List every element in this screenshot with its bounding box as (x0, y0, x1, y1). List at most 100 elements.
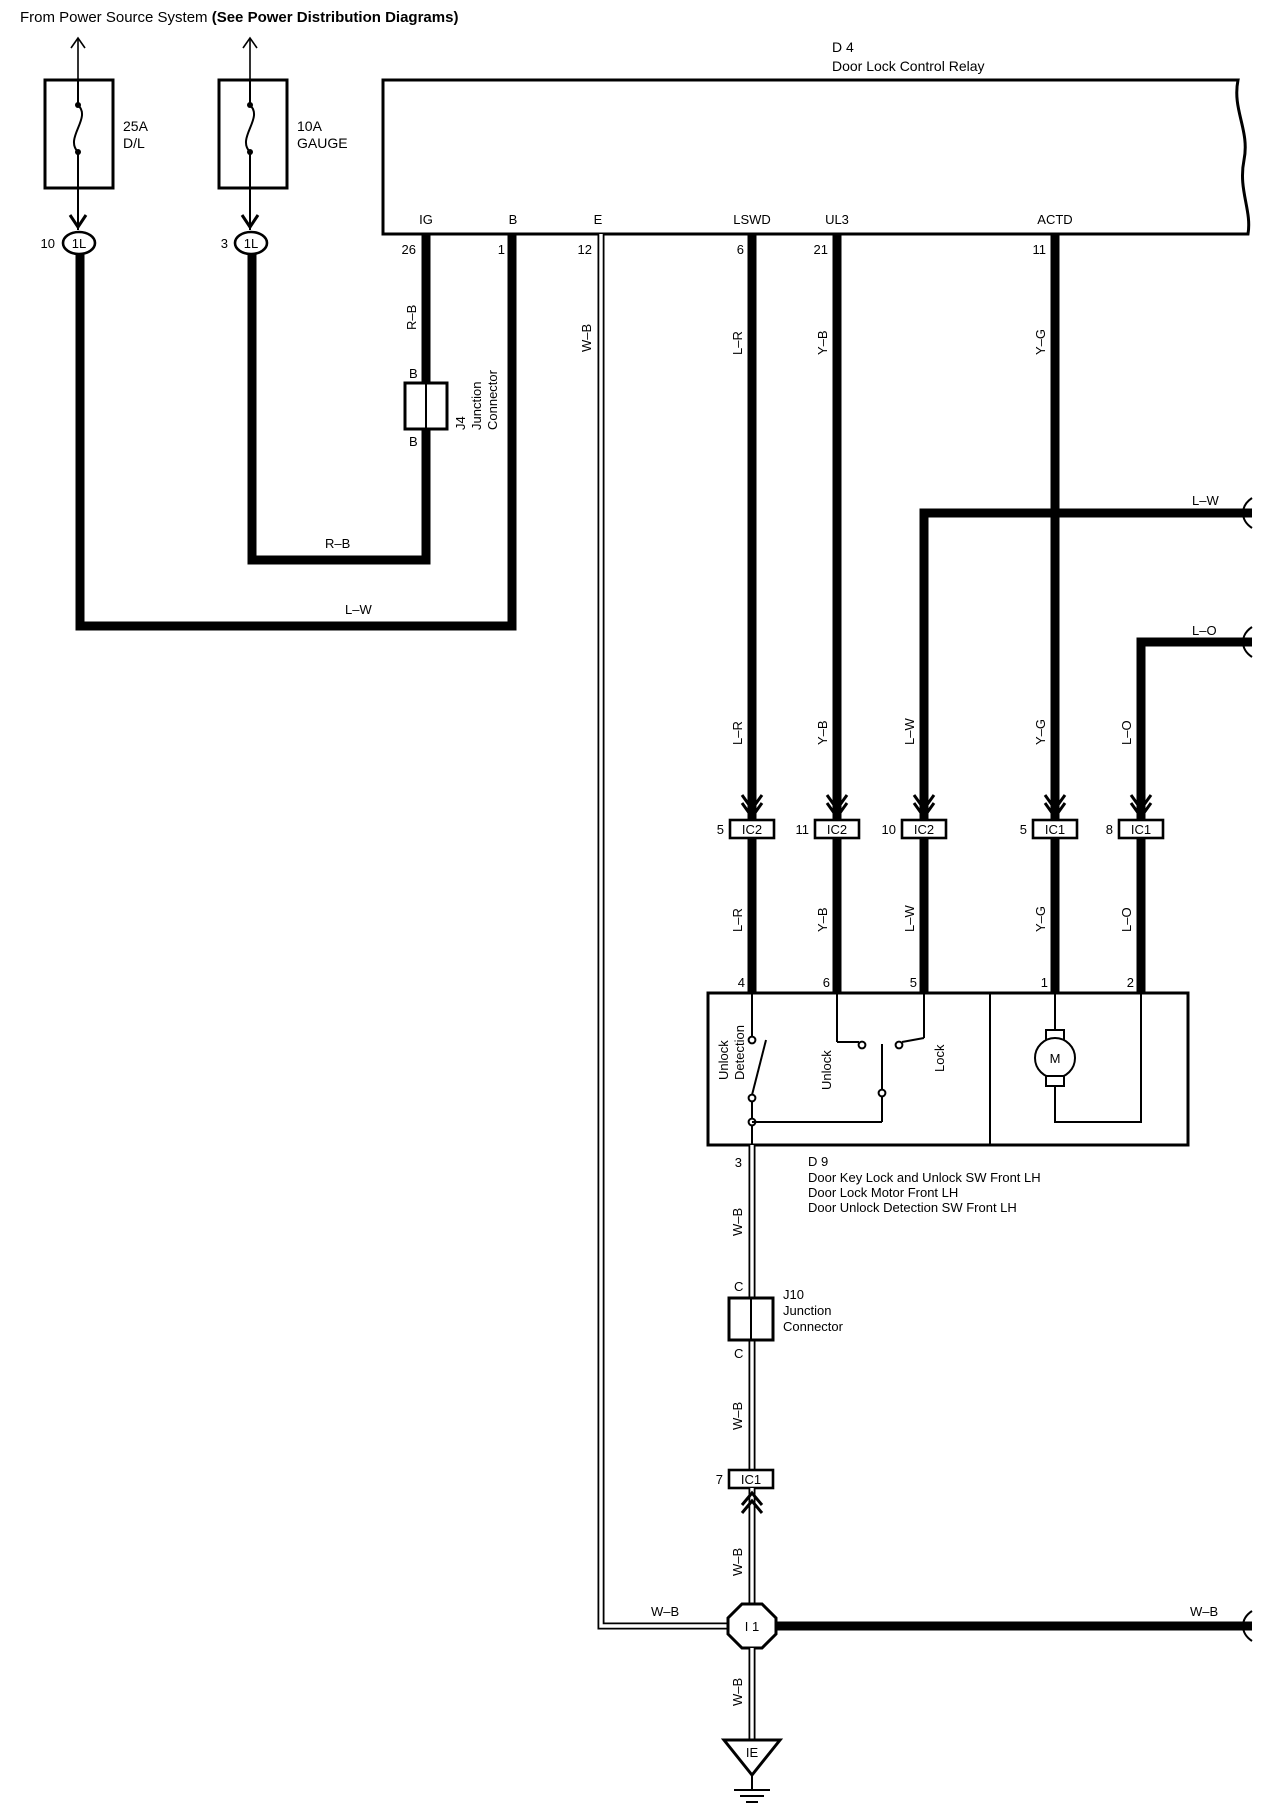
label-wb-d9-1: W–B (730, 1208, 745, 1236)
svg-text:8: 8 (1106, 822, 1113, 837)
label-wb-d9-3: W–B (730, 1548, 745, 1576)
d9-line-2: Door Lock Motor Front LH (808, 1185, 958, 1200)
ground-ie-icon: IE (720, 1738, 784, 1803)
svg-text:Connector: Connector (485, 369, 500, 430)
fuse-dl: 25A D/L (43, 36, 149, 230)
svg-text:UL3: UL3 (825, 212, 849, 227)
label-lr-2: L–R (730, 721, 745, 745)
label-lr-3: L–R (730, 908, 745, 932)
pin-ig: 26 (402, 242, 416, 257)
svg-text:5: 5 (1020, 822, 1027, 837)
label-yb-3: Y–B (815, 907, 830, 932)
ic1-connector-lower: IC1 7 (716, 1468, 775, 1490)
pin-lswd: 6 (737, 242, 744, 257)
svg-text:B: B (409, 366, 418, 381)
connector-1l-pin10: 1L 10 (41, 230, 97, 256)
ground-junction-i1: I 1 (726, 1602, 778, 1650)
svg-text:B: B (509, 212, 518, 227)
pin-b: 1 (498, 242, 505, 257)
pin-d9-3: 3 (735, 1155, 742, 1170)
label-yg-2: Y–G (1033, 719, 1048, 745)
svg-text:IC1: IC1 (741, 1472, 761, 1487)
svg-text:25A: 25A (123, 118, 149, 134)
svg-text:1L: 1L (72, 236, 86, 251)
svg-text:Detection: Detection (732, 1025, 747, 1080)
label-lo-3: L–O (1119, 907, 1134, 932)
ic-connector-lw: IC2 10 (882, 818, 948, 840)
label-lw-2: L–W (902, 718, 917, 745)
svg-text:1L: 1L (244, 236, 258, 251)
svg-text:IC2: IC2 (827, 822, 847, 837)
svg-text:Lock: Lock (932, 1044, 947, 1072)
label-yb-1: Y–B (815, 330, 830, 355)
label-wb-right: W–B (1190, 1604, 1218, 1619)
connector-1l-pin3: 1L 3 (221, 230, 269, 256)
label-yg-3: Y–G (1033, 906, 1048, 932)
svg-text:IE: IE (746, 1745, 759, 1760)
pin-ul3: 21 (814, 242, 828, 257)
svg-text:11: 11 (796, 822, 810, 837)
svg-text:10: 10 (882, 822, 896, 837)
label-lo-2: L–O (1119, 720, 1134, 745)
d9-line-1: Door Key Lock and Unlock SW Front LH (808, 1170, 1041, 1185)
ic-connector-actd: IC1 5 (1020, 818, 1079, 840)
pin-actd: 11 (1033, 242, 1047, 257)
wire-lw-power (75, 234, 517, 631)
label-wb-left: W–B (651, 1604, 679, 1619)
svg-text:D 4: D 4 (832, 39, 854, 55)
label-rb-vertical: R–B (404, 305, 419, 330)
svg-text:3: 3 (221, 236, 228, 251)
svg-text:Door Lock Control Relay: Door Lock Control Relay (832, 58, 985, 74)
ic-connector-lo: IC1 8 (1106, 818, 1165, 840)
label-yb-2: Y–B (815, 720, 830, 745)
wire-lo (1136, 637, 1252, 1000)
pin-e: 12 (578, 242, 592, 257)
svg-text:C: C (734, 1346, 743, 1361)
svg-text:Junction: Junction (783, 1303, 831, 1318)
svg-text:B: B (409, 434, 418, 449)
label-wb-ground: W–B (730, 1678, 745, 1706)
svg-text:4: 4 (738, 975, 745, 990)
svg-text:IC2: IC2 (742, 822, 762, 837)
svg-text:2: 2 (1127, 975, 1134, 990)
svg-text:Unlock: Unlock (819, 1050, 834, 1090)
svg-text:ACTD: ACTD (1037, 212, 1072, 227)
header-text: From Power Source System (See Power Dist… (20, 9, 458, 26)
fuse-gauge: 10A GAUGE (217, 36, 348, 230)
door-key-lock-switch-motor: 4 6 5 1 2 Unlock Detection Unlock Lock M (706, 975, 1190, 1147)
svg-text:M: M (1050, 1051, 1061, 1066)
svg-text:Connector: Connector (783, 1319, 844, 1334)
svg-text:J10: J10 (783, 1287, 804, 1302)
label-lo-right: L–O (1192, 623, 1217, 638)
svg-text:6: 6 (823, 975, 830, 990)
label-yg-1: Y–G (1033, 329, 1048, 355)
svg-text:C: C (734, 1279, 743, 1294)
svg-text:GAUGE: GAUGE (297, 135, 348, 151)
svg-text:1: 1 (1041, 975, 1048, 990)
svg-text:LSWD: LSWD (733, 212, 771, 227)
label-lw-right: L–W (1192, 493, 1219, 508)
svg-text:D/L: D/L (123, 135, 145, 151)
label-lr-1: L–R (730, 331, 745, 355)
j10-junction-connector: C C J10 Junction Connector (727, 1279, 844, 1361)
label-rb-bottom: R–B (325, 536, 350, 551)
svg-text:E: E (594, 212, 603, 227)
svg-text:5: 5 (717, 822, 724, 837)
door-lock-control-relay: D 4 Door Lock Control Relay IG B E LSWD … (381, 39, 1251, 236)
label-lw-3: L–W (902, 905, 917, 932)
svg-text:IG: IG (419, 212, 433, 227)
ic-connector-lswd: IC2 5 (717, 818, 776, 840)
svg-text:Unlock: Unlock (716, 1040, 731, 1080)
j4-junction-connector: B B J4 Junction Connector (403, 366, 500, 449)
label-lw-bottom: L–W (345, 602, 372, 617)
d9-code: D 9 (808, 1154, 828, 1169)
svg-text:7: 7 (716, 1472, 723, 1487)
svg-text:J4: J4 (453, 416, 468, 430)
ic-connector-ul3: IC2 11 (796, 818, 861, 840)
svg-text:I 1: I 1 (745, 1619, 759, 1634)
label-wb-vertical: W–B (579, 324, 594, 352)
wire-lw-branch (919, 508, 1252, 1000)
svg-text:IC1: IC1 (1131, 822, 1151, 837)
svg-text:Junction: Junction (469, 382, 484, 430)
